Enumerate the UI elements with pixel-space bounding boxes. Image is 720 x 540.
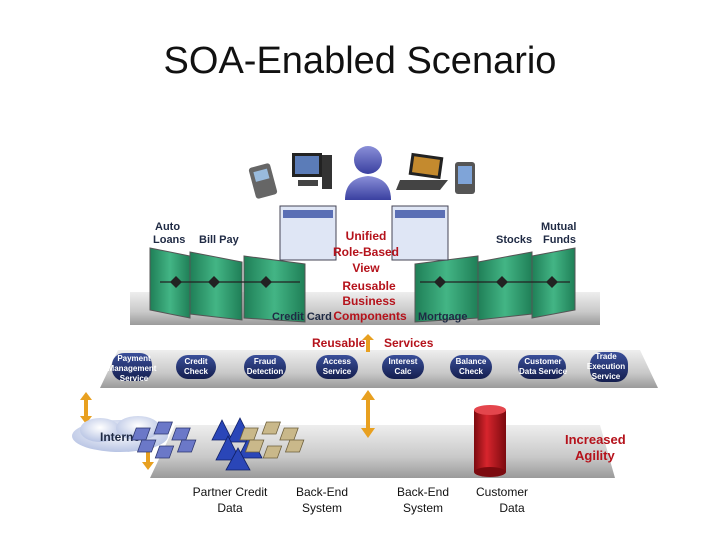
pill-fraud	[244, 355, 286, 379]
diagram-label: Trade	[595, 352, 617, 361]
diagram-label: Check	[184, 367, 209, 376]
page-title: SOA-Enabled Scenario	[163, 40, 557, 82]
reusable-label: Reusable	[312, 336, 366, 350]
diagram-label: Credit	[184, 357, 207, 366]
pill-access	[316, 355, 358, 379]
diagram-label: Service	[120, 374, 149, 383]
diagram-label: Execution	[587, 362, 625, 371]
label-stocks: Stocks	[496, 234, 532, 246]
label-credit-card: Credit Card	[272, 311, 332, 323]
caption-backend-system-1: Back-End System	[295, 485, 349, 515]
pill-trade	[590, 352, 628, 382]
diagram-label: Fraud	[254, 357, 276, 366]
label-auto-loans: Auto	[155, 221, 180, 233]
diagram-label: Check	[459, 367, 484, 376]
increased-label: Increased	[565, 432, 626, 447]
label-bill-pay: Bill Pay	[199, 234, 240, 246]
internet-label: Internet	[100, 430, 144, 444]
service-pills	[112, 352, 628, 382]
diagram-label: Customer	[524, 357, 561, 366]
caption-backend-system-2: Back-End System	[396, 485, 450, 515]
label-mutual-funds: Mutual	[541, 221, 576, 233]
diagram-label: Management	[108, 364, 157, 373]
diagram-label: Calc	[395, 367, 412, 376]
diagram-label: Unified	[346, 229, 387, 243]
app-panels	[149, 205, 576, 323]
diagram-label: Interest	[389, 357, 418, 366]
services-platform	[100, 350, 658, 388]
label-auto-loans-2: Loans	[153, 234, 185, 246]
services-arrow	[362, 334, 374, 352]
diagram-label: Detection	[247, 367, 284, 376]
diagram-label: Payment	[117, 354, 151, 363]
pill-customer-data	[518, 355, 566, 379]
center-text: Unified Role-Based View Reusable Busines…	[333, 229, 407, 323]
caption-customer-data: Customer Data	[475, 485, 528, 515]
label-mutual-funds-2: Funds	[543, 234, 576, 246]
diagram-label: Service	[323, 367, 352, 376]
diagram-label: Components	[333, 309, 407, 323]
pill-interest	[382, 355, 424, 379]
diagram-label: Business	[342, 294, 396, 308]
diagram-label: Service	[592, 372, 621, 381]
diagram-label: Role-Based	[333, 245, 399, 259]
pill-balance	[450, 355, 492, 379]
diagram-label: Reusable	[342, 279, 396, 293]
diagram-label: Balance	[456, 357, 487, 366]
customer-data-icon	[474, 405, 506, 477]
diagram-label: Data Service	[519, 367, 568, 376]
backend-system-2-icon	[239, 421, 305, 459]
agility-label: Agility	[575, 448, 615, 463]
pill-payment	[112, 353, 152, 381]
services-label: Services	[384, 336, 434, 350]
diagram-label: Access	[323, 357, 352, 366]
backend-system-1-icon	[131, 421, 197, 459]
label-mortgage: Mortgage	[418, 311, 468, 323]
device-icons	[248, 152, 475, 199]
pill-credit-check	[176, 355, 216, 379]
caption-partner-credit-data: Partner Credit Data	[192, 485, 268, 515]
diagram-label: View	[352, 261, 380, 275]
user-icon	[345, 146, 391, 200]
